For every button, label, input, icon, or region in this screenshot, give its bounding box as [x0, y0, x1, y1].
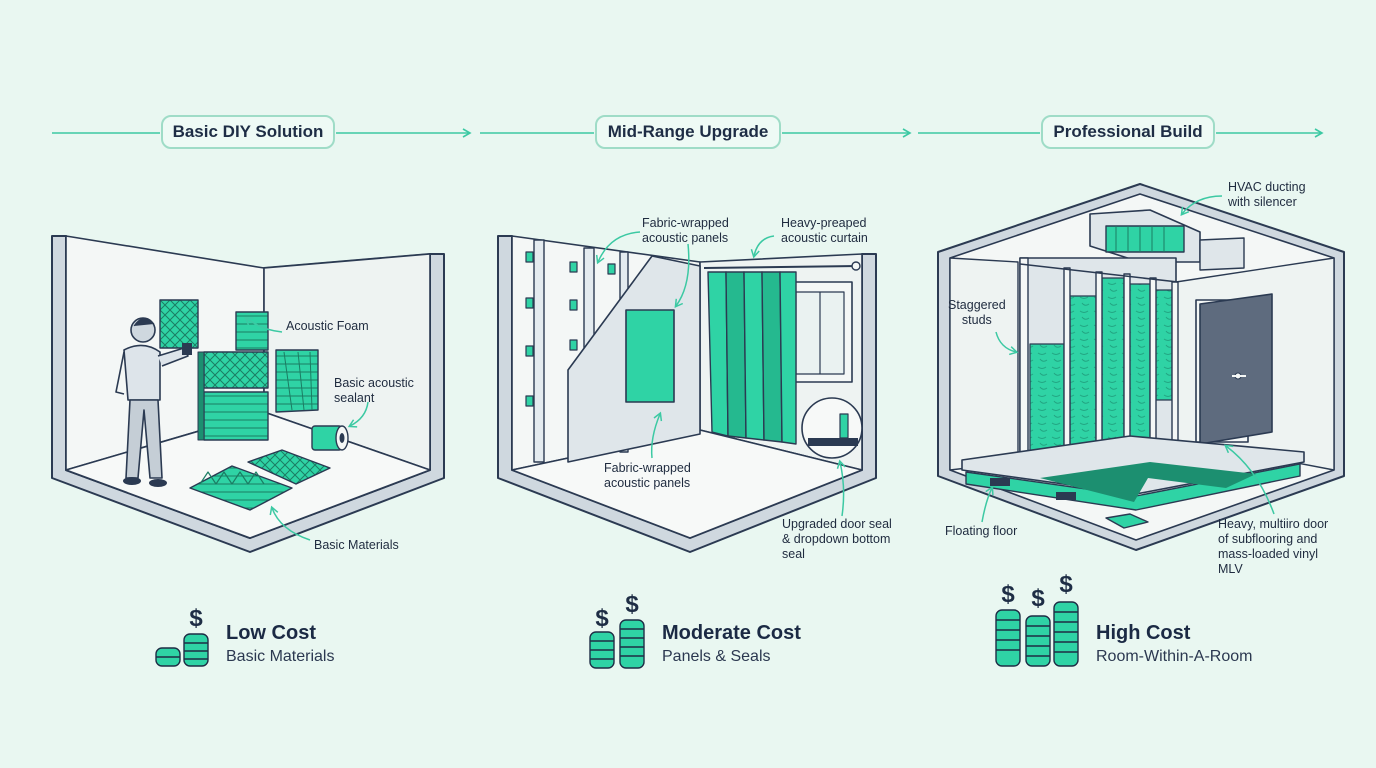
leader-acoustic-foam — [243, 316, 283, 333]
leader-door-seal — [836, 459, 846, 517]
dollar-sign-icon: $ — [1059, 571, 1073, 598]
callout-leaders — [243, 195, 1275, 541]
callout-staggered-studs: Staggered studs — [948, 298, 1006, 327]
leader-curtain — [750, 235, 775, 259]
cost-title-moderate: Moderate Cost — [662, 622, 801, 644]
cost-subtitle-moderate: Panels & Seals — [662, 648, 771, 665]
dollar-sign-icon: $ — [1001, 581, 1015, 608]
dollar-sign-icon: $ — [595, 605, 609, 632]
leader-fabric-panels-mid — [674, 243, 690, 309]
leader-floating-floor — [981, 485, 994, 523]
callout-curtain: Heavy-preaped acoustic curtain — [781, 216, 868, 245]
leader-sealant — [347, 401, 369, 428]
callout-door-seal: Upgraded door seal & dropdown bottom sea… — [782, 517, 892, 561]
callout-basic-sealant: Basic acoustic sealant — [334, 376, 414, 405]
callout-door-mlv: Heavy, multiiro door of subflooring and … — [1218, 517, 1329, 576]
leader-basic-materials — [269, 505, 311, 541]
stage-title-mid: Mid-Range Upgrade — [595, 115, 781, 149]
coin-stack-high — [995, 601, 1079, 667]
cost-title-high: High Cost — [1096, 622, 1191, 644]
dollar-sign-icon: $ — [1031, 585, 1045, 612]
room-basic-diy — [51, 235, 445, 553]
callout-fabric-panels-bottom: Fabric-wrapped acoustic panels — [604, 461, 691, 490]
dollar-sign-icon: $ — [625, 591, 639, 618]
leader-hvac — [1180, 195, 1223, 216]
stage-title-basic: Basic DIY Solution — [161, 115, 335, 149]
callout-fabric-panels-top: Fabric-wrapped acoustic panels — [642, 216, 729, 245]
leader-fabric-panels-bottom — [650, 411, 663, 459]
callout-hvac: HVAC ducting with silencer — [1228, 180, 1306, 209]
room-professional — [937, 183, 1345, 551]
dollar-coin-stack-icon — [155, 601, 1079, 669]
dollar-sign-icon: $ — [189, 605, 203, 632]
coin-stack-low — [155, 633, 209, 667]
callout-floating-floor: Floating floor — [945, 524, 1018, 538]
cost-subtitle-low: Basic Materials — [226, 648, 335, 665]
leader-door-mlv — [1223, 444, 1275, 515]
callout-acoustic-foam: Acoustic Foam — [286, 319, 369, 333]
leader-studs — [995, 331, 1019, 356]
coin-stack-moderate — [589, 619, 645, 669]
callout-basic-materials: Basic Materials — [314, 538, 399, 552]
room-mid-range — [497, 235, 877, 553]
cost-title-low: Low Cost — [226, 622, 316, 644]
leader-fabric-panels-top — [595, 231, 641, 265]
cost-subtitle-high: Room-Within-A-Room — [1096, 648, 1253, 665]
stage-title-pro: Professional Build — [1041, 115, 1215, 149]
